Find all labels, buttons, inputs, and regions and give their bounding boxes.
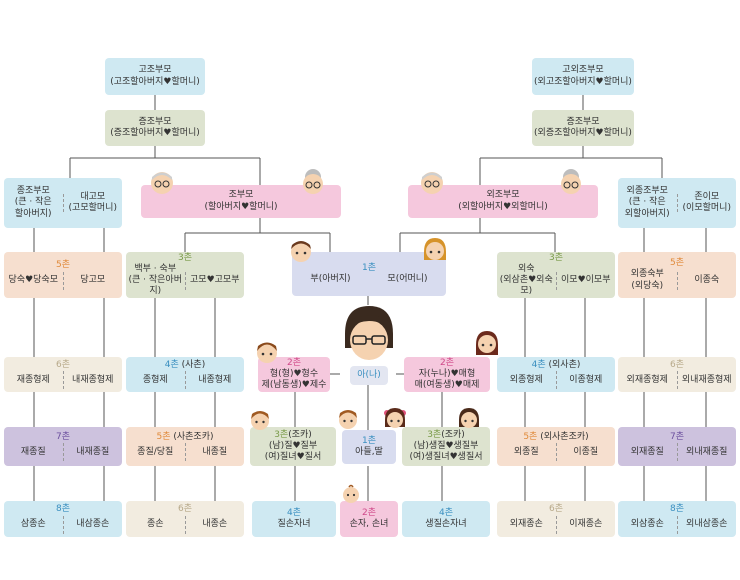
chon3-right2-box: 3촌(조카) (남)생질♥생질부(여)생질녀♥생질서 — [402, 427, 490, 466]
mother-icon — [424, 238, 446, 260]
great-grandparents-maternal: 고외조부모(외고조할아버지♥할머니) — [532, 58, 634, 95]
chon3-left2-box: 3촌(조카) (남)질♥질부(여)질녀♥질서 — [250, 427, 336, 466]
daughter-icon — [384, 408, 406, 428]
parents-box: 1촌 부(아버지)모(어머니) — [292, 252, 446, 296]
baby-icon — [343, 484, 359, 503]
grandparents-gen-paternal: 증조부모(증조할아버지♥할머니) — [105, 110, 205, 146]
father-icon — [291, 241, 311, 262]
chon5-right-box: 5촌 외종숙부(외당숙) 이종숙 — [618, 252, 736, 298]
grandmother-icon — [303, 169, 323, 194]
sister-icon — [476, 331, 498, 355]
maternal-grandfather-icon — [421, 172, 443, 194]
chon3-right-box: 3촌 외숙(외삼촌♥외숙모) 이모♥이모부 — [497, 252, 615, 298]
self-icon — [345, 306, 393, 360]
son-icon — [339, 410, 357, 429]
great-grandparents-paternal: 고조부모(고조할아버지♥할머니) — [105, 58, 205, 95]
maternal-grandmother-icon — [561, 169, 581, 194]
self-box: 아(나) — [350, 366, 388, 385]
niece-icon — [459, 408, 479, 428]
grandfather-icon — [151, 172, 173, 194]
brother-icon — [257, 342, 277, 363]
nephew-icon — [251, 411, 269, 430]
chon3-left-box: 3촌 백부 · 숙부(큰 · 작은아버지) 고모♥고모부 — [126, 252, 244, 298]
grandparents-gen-maternal: 증조부모(외증조할아버지♥할머니) — [532, 110, 634, 146]
